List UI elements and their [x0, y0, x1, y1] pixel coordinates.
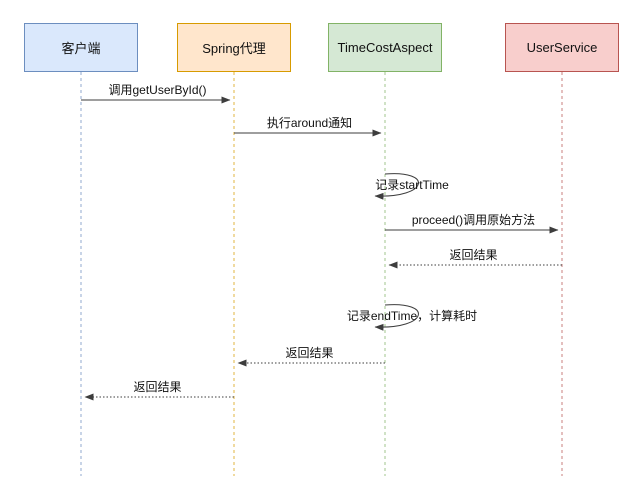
message-label-4: 返回结果 — [449, 248, 498, 262]
message-label-2: 记录startTime — [375, 178, 449, 192]
lifelines-group — [80, 72, 563, 476]
message-label-1: 执行around通知 — [266, 116, 353, 130]
actor-box-spring-proxy: Spring代理 — [177, 23, 291, 72]
message-label-0: 调用getUserById() — [108, 83, 207, 97]
message-label-7: 返回结果 — [133, 380, 182, 394]
message-label-3: proceed()调用原始方法 — [411, 213, 536, 227]
actor-label-user-service: UserService — [526, 40, 598, 55]
actor-label-spring-proxy: Spring代理 — [202, 41, 266, 56]
message-label-5: 记录endTime，计算耗时 — [346, 309, 478, 323]
actor-box-timecost-aspect: TimeCostAspect — [328, 23, 442, 72]
message-arrows-group — [81, 96, 562, 401]
actor-label-timecost-aspect: TimeCostAspect — [337, 40, 433, 55]
actor-box-user-service: UserService — [505, 23, 619, 72]
message-label-6: 返回结果 — [285, 346, 334, 360]
actor-label-client: 客户端 — [61, 41, 101, 56]
self-message-loop-2 — [374, 173, 419, 200]
actor-box-client: 客户端 — [24, 23, 138, 72]
self-message-loop-5 — [374, 304, 419, 331]
